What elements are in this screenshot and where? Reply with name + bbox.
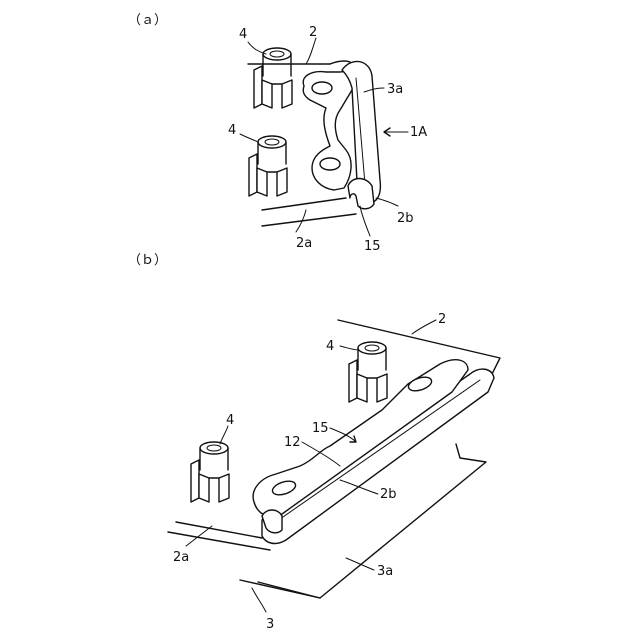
panel-b-connector-right (349, 342, 387, 402)
panel-a-label-1A: 1A (410, 125, 427, 140)
panel-a-label-2: 2 (309, 25, 317, 40)
panel-a-label-4-bottom: 4 (228, 123, 236, 138)
panel-b: （ｂ） (128, 253, 500, 632)
panel-a-leader-2b (376, 198, 398, 206)
panel-a-label-15: 15 (364, 239, 381, 254)
panel-b-rolled-edge-line (270, 380, 480, 526)
panel-b-leader-4-right (340, 346, 358, 350)
panel-b-label-15: 15 (312, 421, 329, 436)
panel-b-label-2a: 2a (173, 550, 189, 565)
panel-b-leader-4-left (220, 426, 228, 444)
panel-b-label-3a: 3a (377, 564, 393, 579)
panel-b-caption: （ｂ） (128, 253, 167, 268)
panel-b-label-4-left: 4 (226, 413, 234, 428)
panel-b-label-12: 12 (284, 435, 301, 450)
panel-a-label-4-top: 4 (239, 27, 247, 42)
panel-a-label-2a: 2a (296, 236, 312, 251)
panel-a-connector-top (254, 48, 292, 108)
panel-a-label-2b: 2b (397, 211, 414, 226)
panel-b-leader-3a (346, 558, 374, 570)
panel-a-slot-upper (312, 82, 332, 94)
panel-b-panel-3-edge (258, 582, 320, 598)
panel-a: （ａ） (128, 13, 427, 254)
panel-b-leader-3 (252, 588, 266, 612)
panel-a-label-3a: 3a (387, 82, 403, 97)
panel-a-caption: （ａ） (128, 13, 167, 28)
panel-b-leader-2 (412, 320, 436, 334)
panel-a-slot-lower (320, 158, 340, 170)
panel-a-hook (348, 179, 374, 209)
panel-b-connector-left (191, 442, 229, 502)
panel-b-plate (168, 320, 500, 550)
panel-a-leader-4-bottom (240, 134, 258, 142)
panel-b-label-4-right: 4 (326, 339, 334, 354)
panel-b-label-2b: 2b (380, 487, 397, 502)
panel-a-leader-15 (360, 206, 370, 236)
panel-b-label-2: 2 (438, 312, 446, 327)
panel-b-label-3: 3 (266, 617, 274, 632)
panel-a-connector-bottom (249, 136, 287, 196)
panel-a-leader-2 (306, 38, 316, 64)
